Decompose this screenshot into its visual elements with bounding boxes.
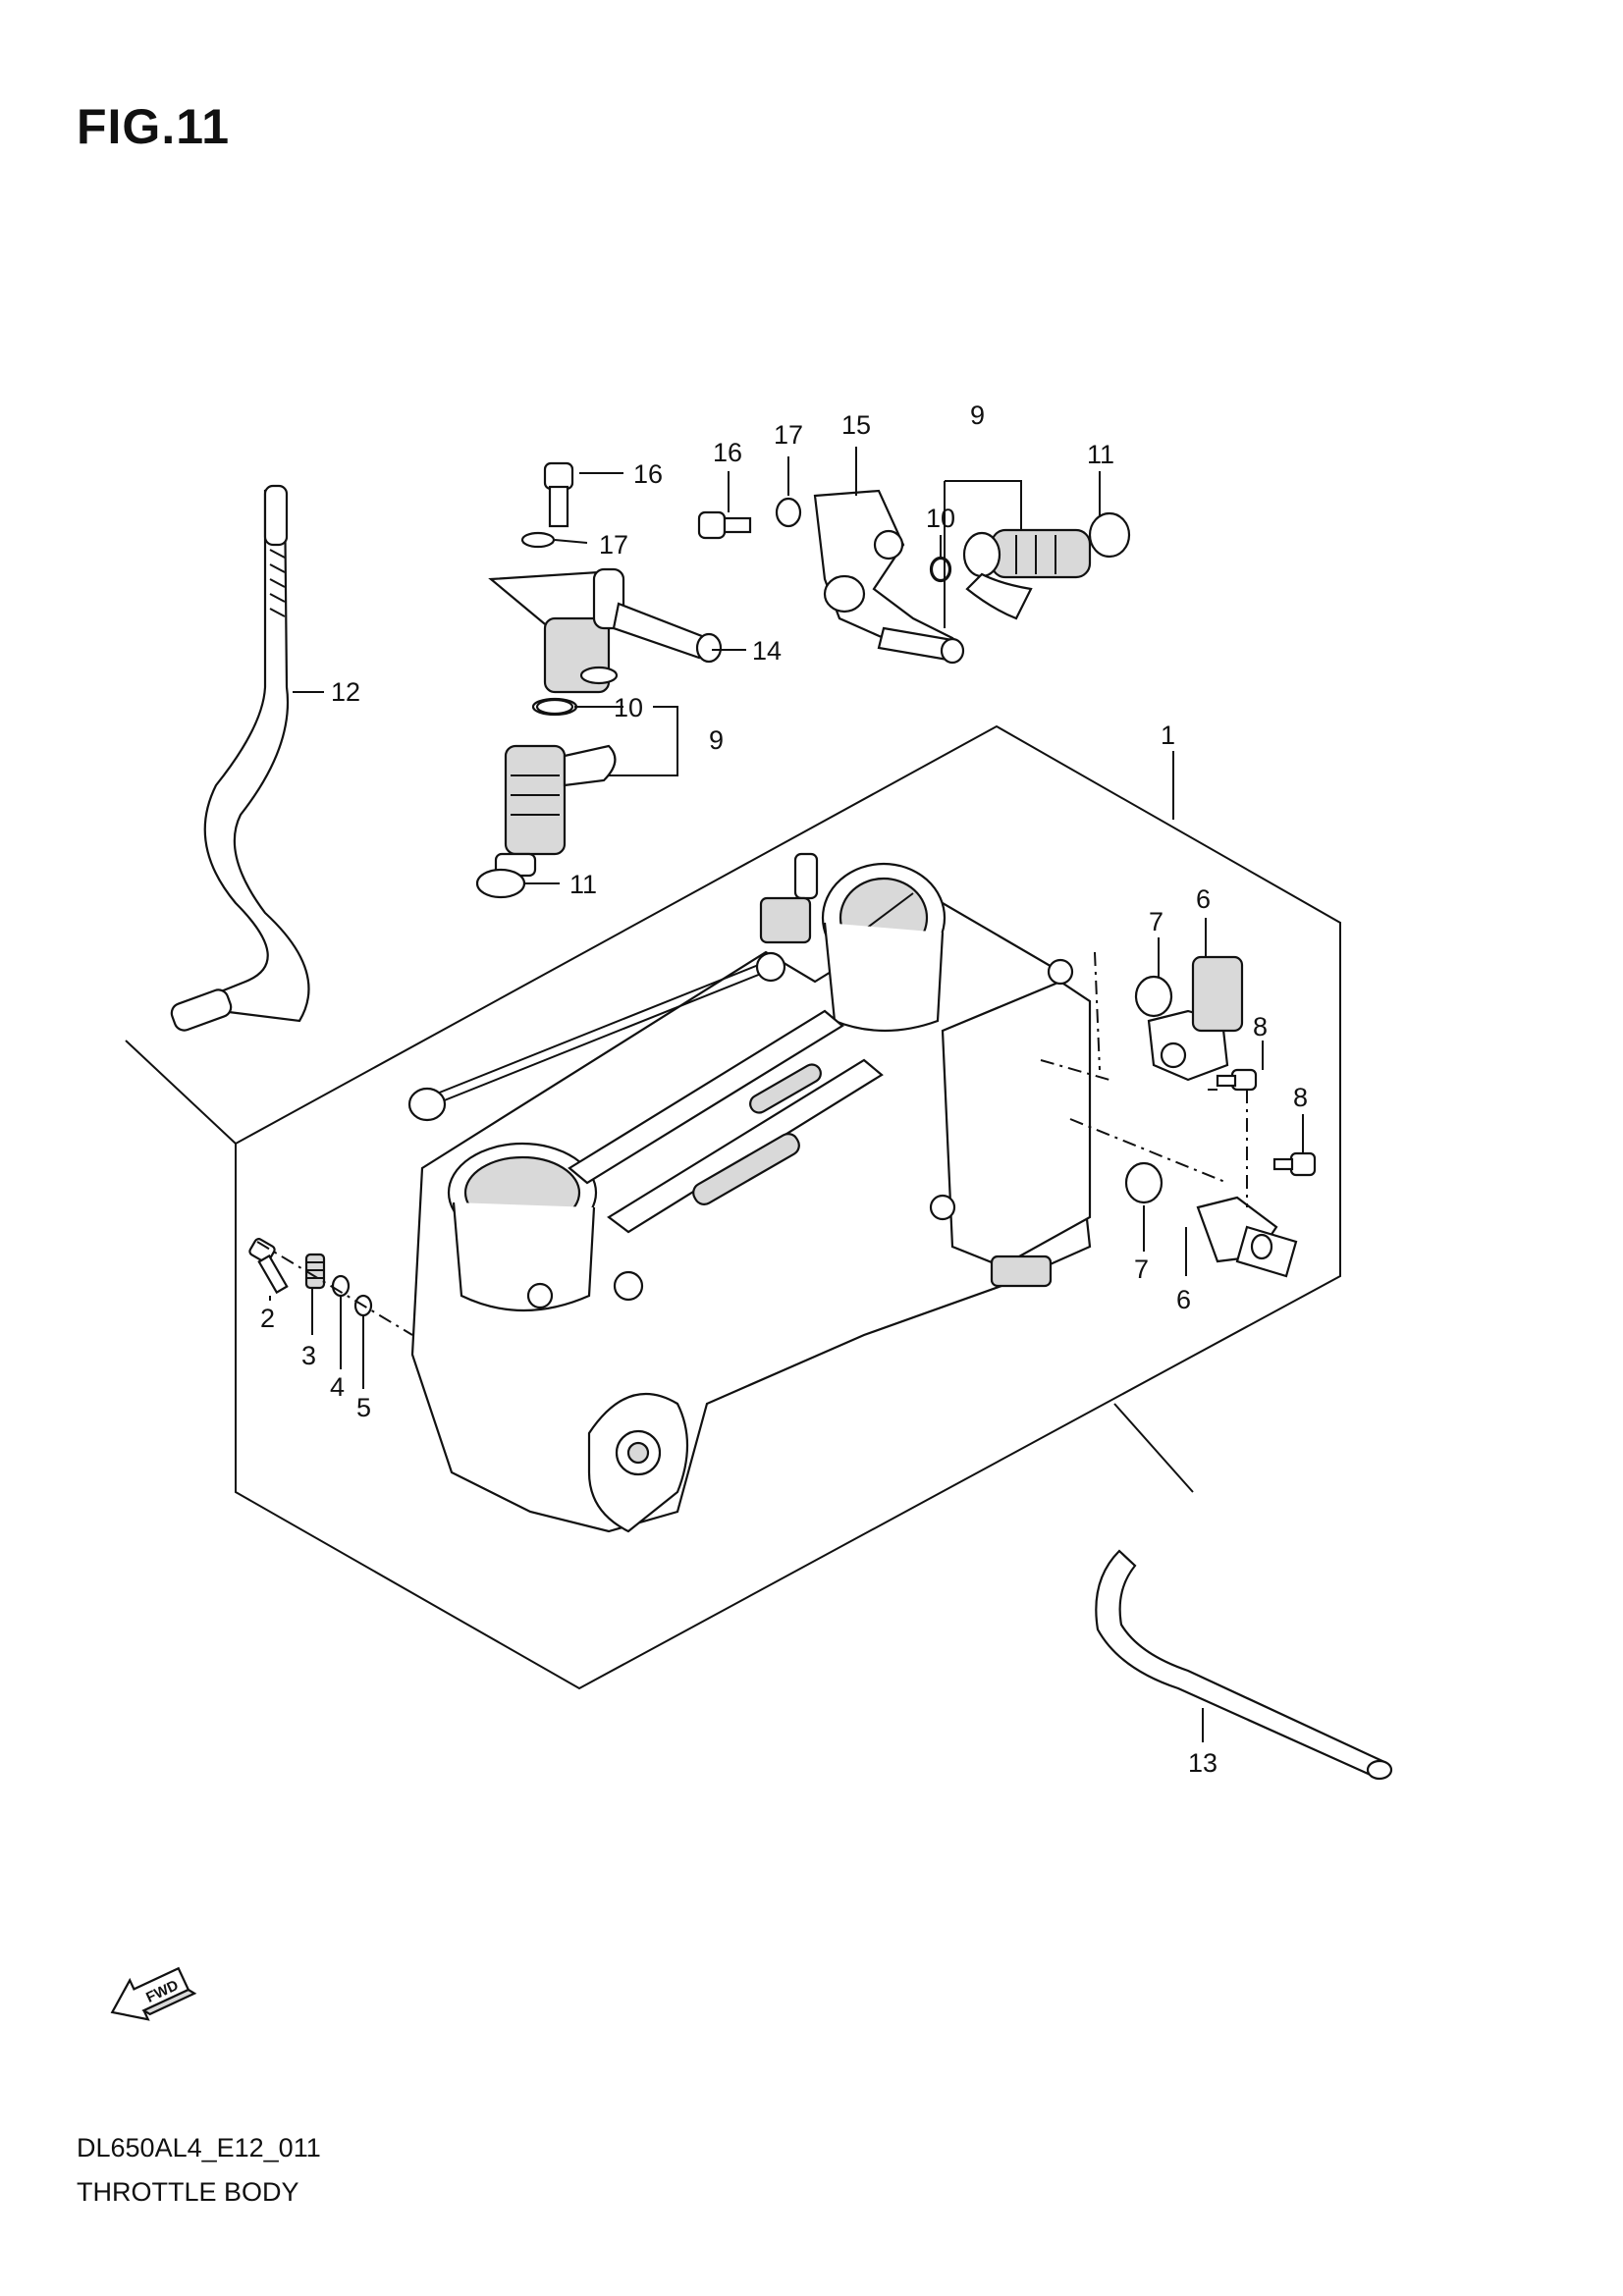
callout-15: 15	[841, 410, 871, 440]
callout-13: 13	[1188, 1748, 1217, 1778]
callout-9-left: 9	[709, 725, 724, 755]
alignment-lines	[256, 951, 1248, 1336]
screw-16-top	[543, 461, 574, 528]
screw-2	[248, 1238, 289, 1295]
callout-3: 3	[301, 1341, 316, 1370]
callout-16-top: 16	[633, 459, 663, 489]
callout-6-bottom: 6	[1176, 1285, 1191, 1314]
callout-17-left: 17	[599, 530, 628, 560]
o-ring-17-left	[520, 531, 556, 549]
fuel-delivery-pipe-15	[813, 489, 965, 665]
fuel-delivery-pipe-14	[488, 567, 723, 694]
o-ring-10-right	[930, 557, 951, 582]
screw-8-top	[1216, 1068, 1258, 1092]
screw-8-bottom	[1272, 1151, 1317, 1177]
callout-5: 5	[356, 1393, 371, 1422]
fuel-injector-right	[929, 511, 1131, 620]
callout-11-left: 11	[569, 870, 597, 899]
callout-10-left: 10	[614, 693, 643, 722]
hose-13	[1095, 1549, 1393, 1781]
o-ring-17-right	[775, 497, 802, 528]
o-ring-7-top	[1134, 975, 1173, 1018]
figure-title: FIG.11	[77, 99, 231, 154]
o-ring-10-left	[535, 698, 574, 716]
callout-9-top: 9	[970, 400, 985, 430]
callout-4: 4	[330, 1372, 345, 1402]
callout-1: 1	[1161, 721, 1175, 750]
callout-17-right: 17	[774, 420, 803, 450]
callout-16-right: 16	[713, 438, 742, 467]
callout-10-right: 10	[926, 504, 955, 533]
fwd-arrow-icon: FWD	[110, 1966, 197, 2021]
callout-2: 2	[260, 1304, 275, 1333]
o-ring-7-bottom	[1124, 1161, 1163, 1204]
section-title: THROTTLE BODY	[77, 2177, 299, 2207]
sensor-6-bottom	[1196, 1196, 1298, 1278]
callout-11-right: 11	[1087, 440, 1114, 469]
callout-7-bottom: 7	[1134, 1255, 1149, 1284]
callout-12: 12	[331, 677, 360, 707]
callout-14: 14	[752, 636, 782, 666]
hose-12	[170, 484, 310, 1032]
spring-3	[304, 1253, 326, 1290]
callout-8-top: 8	[1253, 1012, 1268, 1041]
model-code: DL650AL4_E12_011	[77, 2133, 321, 2163]
callout-7-top: 7	[1149, 907, 1163, 936]
screw-16-right	[697, 510, 752, 540]
fuel-injector-left	[475, 697, 617, 899]
leader-lines	[269, 447, 1304, 1742]
sensor-6-top	[1147, 955, 1244, 1082]
assembly-frame	[125, 724, 1341, 1690]
callout-8-bottom: 8	[1293, 1083, 1308, 1112]
throttle-body-assembly	[407, 852, 1092, 1533]
callout-6-top: 6	[1196, 884, 1211, 914]
callouts: 1 2 3 4 5 6 6 7 7 8 8 9 9 10 10 11 11 12…	[260, 400, 1308, 1778]
